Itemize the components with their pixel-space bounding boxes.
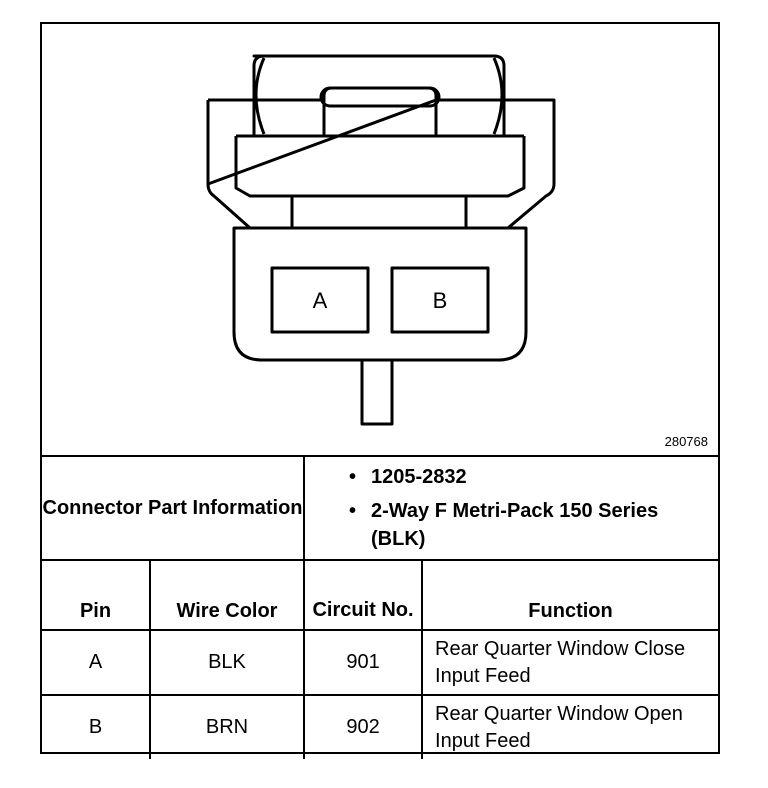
- function-cell: Rear Quarter Window Open Input Feed: [421, 694, 719, 759]
- function-cell: Rear Quarter Window Close Input Feed: [421, 629, 719, 696]
- header-circuit-no: Circuit No.: [303, 559, 424, 631]
- latch-notch: [322, 86, 438, 136]
- cavity-label-a: A: [313, 288, 328, 313]
- connector-table: Connector Part Information 1205-2832 2-W…: [42, 457, 719, 759]
- connector-drawing: A B: [206, 54, 556, 426]
- table-header-row: Pin Wire Color Circuit No. Function: [42, 559, 719, 631]
- pin-cell: B: [42, 694, 151, 759]
- table-row: B BRN 902 Rear Quarter Window Open Input…: [42, 694, 719, 759]
- wire-color-cell: BLK: [148, 629, 306, 696]
- header-wire-color: Wire Color: [148, 559, 306, 631]
- header-pin: Pin: [42, 559, 151, 631]
- part-number: 1205-2832: [349, 463, 718, 491]
- part-info-row: Connector Part Information 1205-2832 2-W…: [42, 457, 719, 561]
- cavity-a: [270, 266, 370, 334]
- header-function: Function: [421, 559, 719, 631]
- part-description: 2-Way F Metri-Pack 150 Series (BLK): [349, 497, 718, 553]
- connector-frame: A B 280768 Connector Part Information 12…: [40, 22, 720, 759]
- wire-exit: [360, 360, 394, 426]
- connector-diagram: A B 280768: [42, 24, 718, 457]
- wire-color-cell: BRN: [148, 694, 306, 759]
- part-info-list: 1205-2832 2-Way F Metri-Pack 150 Series …: [303, 457, 719, 561]
- table-row: A BLK 901 Rear Quarter Window Close Inpu…: [42, 629, 719, 696]
- circuit-cell: 902: [303, 694, 424, 759]
- pin-cell: A: [42, 629, 151, 696]
- circuit-cell: 901: [303, 629, 424, 696]
- part-info-label: Connector Part Information: [42, 457, 306, 561]
- figure-id: 280768: [664, 434, 708, 449]
- cavity-b: [390, 266, 490, 334]
- lower-body: [232, 226, 528, 362]
- cavity-label-b: B: [433, 288, 448, 313]
- latch-block: [252, 54, 506, 138]
